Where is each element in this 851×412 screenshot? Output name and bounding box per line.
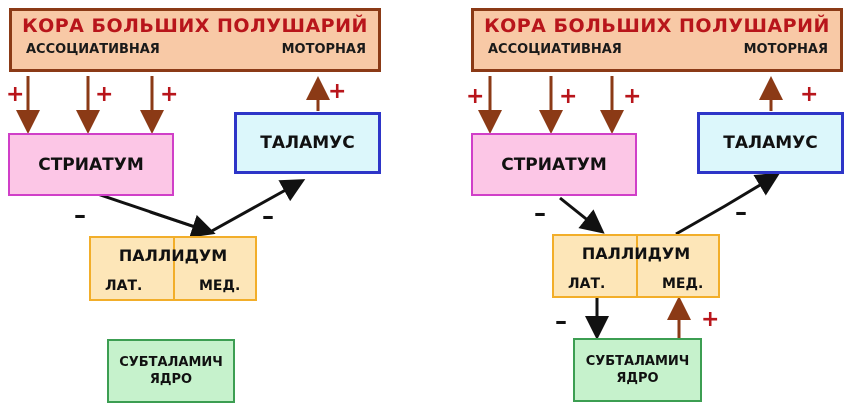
right-thalamus-label: ТАЛАМУС: [723, 133, 818, 153]
right-cortex-motor-label: МОТОРНАЯ: [743, 42, 828, 57]
right-cortex-associative-label: АССОЦИАТИВНАЯ: [488, 42, 622, 57]
left-thalamus-label: ТАЛАМУС: [260, 133, 355, 153]
right-striatum-to-pallidum-arrow: [559, 196, 605, 234]
left-stn-label-line1: СУБТАЛАМИЧ: [119, 355, 223, 370]
right-pallidum-to-thalamus-arrow: [675, 172, 781, 236]
left-striatum-box: СТРИАТУМ: [8, 133, 174, 196]
left-pallidum-divider: [173, 238, 175, 299]
right-cortex-box: КОРА БОЛЬШИХ ПОЛУШАРИЙ АССОЦИАТИВНАЯ МОТ…: [471, 8, 843, 72]
right-thalamus-box: ТАЛАМУС: [697, 112, 844, 174]
right-minus-sign-lateral: –: [555, 307, 567, 335]
left-pallidum-box: ПАЛЛИДУМ ЛАТ. МЕД.: [89, 236, 257, 301]
right-pallidum-lateral-label: ЛАТ.: [568, 276, 606, 292]
right-pallidum-title: ПАЛЛИДУМ: [581, 244, 691, 263]
left-cortex-motor-label: МОТОРНАЯ: [281, 42, 366, 57]
right-stn-label-line1: СУБТАЛАМИЧ: [585, 354, 690, 369]
right-cortex-title: КОРА БОЛЬШИХ ПОЛУШАРИЙ: [484, 15, 830, 37]
right-plus-sign-motor: +: [800, 82, 819, 107]
left-striatum-label: СТРИАТУМ: [38, 154, 144, 175]
left-minus-sign-striatum: –: [74, 201, 86, 229]
left-pallidum-lateral-label: ЛАТ.: [105, 278, 143, 294]
left-pallidum-title: ПАЛЛИДУМ: [118, 246, 228, 265]
right-stn-label-line2: ЯДРО: [616, 371, 659, 386]
left-plus-sign-3: +: [160, 82, 179, 107]
right-plus-sign-stn: +: [701, 307, 720, 332]
left-cortex-box: КОРА БОЛЬШИХ ПОЛУШАРИЙ АССОЦИАТИВНАЯ МОТ…: [9, 8, 381, 72]
left-stn-label-line2: ЯДРО: [149, 372, 193, 387]
left-subthalamic-nucleus-box: СУБТАЛАМИЧ ЯДРО: [107, 339, 235, 403]
left-cortex-associative-label: АССОЦИАТИВНАЯ: [26, 42, 160, 57]
right-pallidum-medial-label: МЕД.: [662, 276, 704, 292]
left-plus-sign-motor: +: [328, 79, 347, 104]
left-pallidum-medial-label: МЕД.: [199, 278, 241, 294]
right-plus-sign-3: +: [623, 84, 642, 109]
right-minus-sign-pallidum: –: [735, 198, 747, 226]
right-pallidum-box: ПАЛЛИДУМ ЛАТ. МЕД.: [552, 234, 720, 298]
left-pallidum-arrowhead: [149, 210, 216, 238]
left-plus-sign-2: +: [95, 82, 114, 107]
right-plus-sign-2: +: [559, 84, 578, 109]
right-plus-sign-1: +: [466, 84, 485, 109]
right-minus-sign-striatum: –: [534, 199, 546, 227]
right-striatum-box: СТРИАТУМ: [471, 133, 637, 196]
right-pallidum-divider: [636, 236, 638, 296]
left-minus-sign-pallidum: –: [262, 202, 274, 230]
right-subthalamic-nucleus-box: СУБТАЛАМИЧ ЯДРО: [573, 338, 702, 402]
left-plus-sign-1: +: [6, 82, 25, 107]
left-thalamus-box: ТАЛАМУС: [234, 112, 381, 174]
right-striatum-label: СТРИАТУМ: [501, 154, 607, 175]
left-cortex-title: КОРА БОЛЬШИХ ПОЛУШАРИЙ: [22, 15, 368, 37]
